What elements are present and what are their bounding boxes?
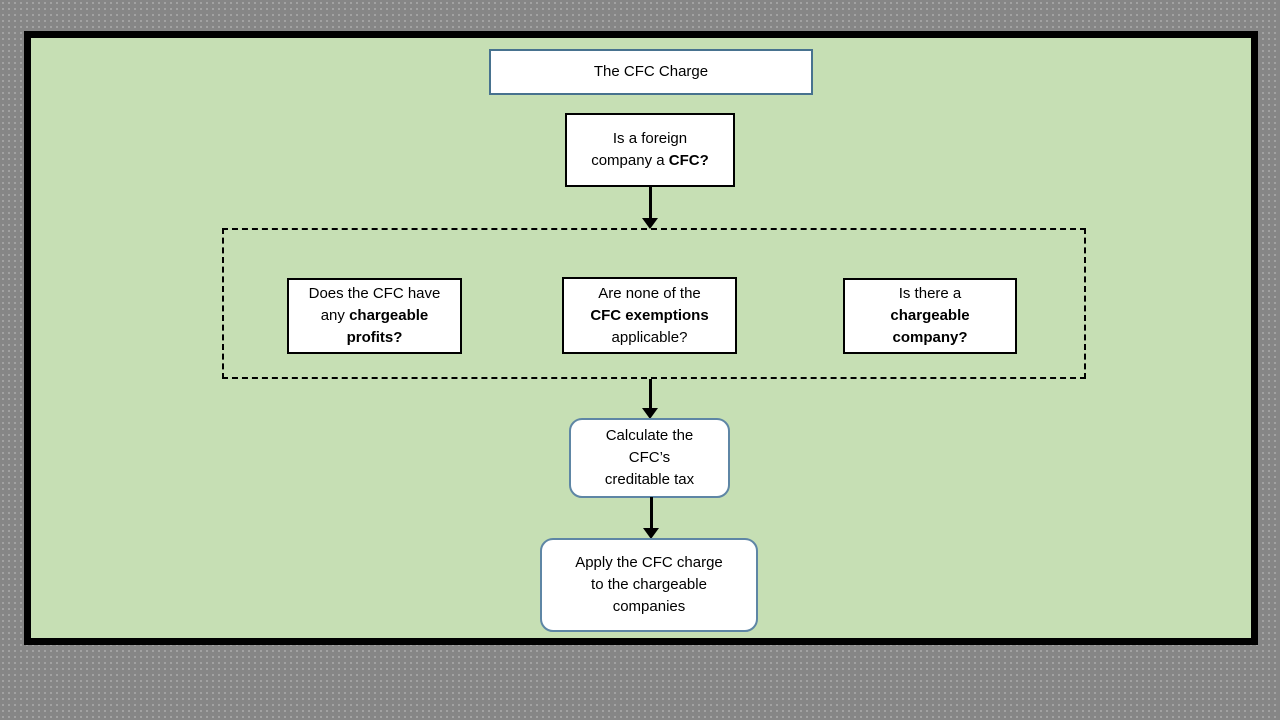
node-apply-cfc-charge: Apply the CFC charge to the chargeable c… xyxy=(540,538,758,632)
node-text-line: Is a foreign xyxy=(613,128,687,150)
arrow-shaft xyxy=(648,186,652,218)
title-text: The CFC Charge xyxy=(593,63,709,80)
node-text: Is a foreign xyxy=(612,130,688,147)
arrow-head xyxy=(642,408,658,419)
node-text: any xyxy=(320,307,350,324)
node-text-bold: CFC? xyxy=(668,152,709,169)
arrow-cfc-to-tests xyxy=(642,186,658,229)
node-text-line: companies xyxy=(613,596,686,618)
node-text: Does the CFC have xyxy=(308,285,441,302)
node-text: to the chargeable xyxy=(591,576,707,593)
node-text-bold: company? xyxy=(892,329,968,346)
node-text: Apply the CFC charge xyxy=(575,554,723,571)
node-text: Calculate the xyxy=(605,427,694,444)
node-text-line: to the chargeable xyxy=(591,574,707,596)
node-text-line: creditable tax xyxy=(605,469,694,491)
arrow-tests-to-calculate xyxy=(642,379,658,419)
node-chargeable-company: Is there a chargeable company? xyxy=(843,278,1017,354)
node-text-line: Are none of the xyxy=(598,283,701,305)
node-text-line: CFC’s xyxy=(629,447,670,469)
node-text-bold: chargeable xyxy=(349,307,429,324)
node-text: CFC’s xyxy=(628,449,671,466)
title-box: The CFC Charge xyxy=(489,49,813,95)
node-text: company a xyxy=(591,152,669,169)
node-text: creditable tax xyxy=(604,471,695,488)
node-text-line: Does the CFC have xyxy=(309,283,441,305)
arrow-calculate-to-apply xyxy=(643,497,659,539)
node-text-line: Calculate the xyxy=(606,425,694,447)
node-text-bold: chargeable xyxy=(890,307,970,324)
node-text: applicable? xyxy=(611,328,688,346)
arrow-head xyxy=(642,218,658,229)
node-chargeable-profits: Does the CFC have any chargeable profits… xyxy=(287,278,462,354)
node-text-line: Is there a xyxy=(899,283,962,305)
node-text: companies xyxy=(612,598,686,615)
node-text-bold: CFC exemptions xyxy=(590,306,709,324)
node-text-line: company a CFC? xyxy=(591,150,709,172)
node-text-line: chargeable xyxy=(890,305,969,327)
arrow-shaft xyxy=(648,379,652,408)
node-text-line: applicable? xyxy=(612,327,688,349)
node-text-line: company? xyxy=(892,327,967,349)
arrow-shaft xyxy=(649,497,653,528)
node-text: Is there a xyxy=(898,285,962,302)
node-text: Are none of the xyxy=(598,284,701,302)
node-text-bold: profits? xyxy=(346,329,403,346)
node-text-line: CFC exemptions xyxy=(590,305,708,327)
node-is-foreign-company-cfc: Is a foreign company a CFC? xyxy=(565,113,735,187)
node-text-line: profits? xyxy=(347,327,403,349)
node-text-line: any chargeable xyxy=(321,305,429,327)
arrow-head xyxy=(643,528,659,539)
tests-group-outline xyxy=(222,228,1086,379)
node-cfc-exemptions: Are none of the CFC exemptions applicabl… xyxy=(562,277,737,354)
node-calculate-creditable-tax: Calculate the CFC’s creditable tax xyxy=(569,418,730,498)
node-text-line: Apply the CFC charge xyxy=(575,552,723,574)
